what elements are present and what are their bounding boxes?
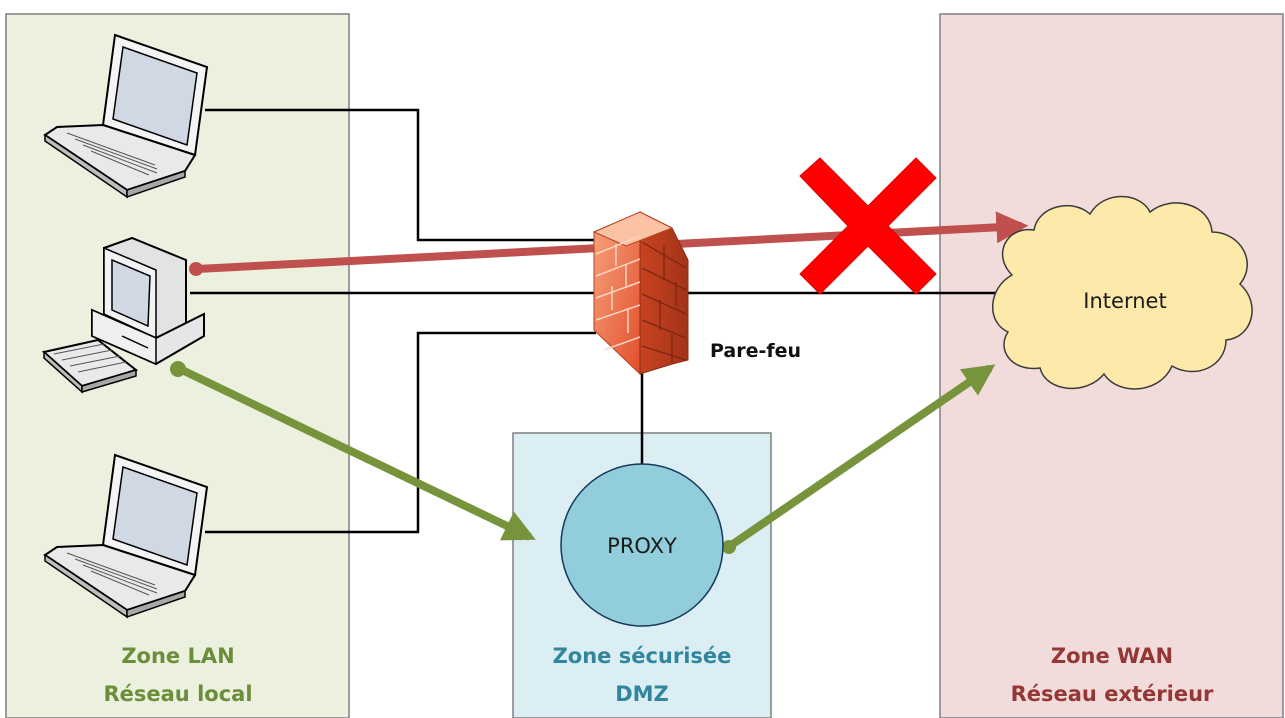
blocked-flow-origin-dot xyxy=(189,262,203,276)
zone-lan-subtitle: Réseau local xyxy=(103,682,252,706)
allowed-flow-to-proxy xyxy=(178,365,536,541)
proxy-circle xyxy=(560,463,724,627)
zone-wan-subtitle: Réseau extérieur xyxy=(1011,682,1214,706)
proxy-node: PROXY xyxy=(560,463,724,627)
red-x-icon xyxy=(799,157,937,295)
link-laptop-bottom-firewall xyxy=(205,331,596,534)
proxy-label: PROXY xyxy=(607,534,677,558)
allowed-flow xyxy=(170,361,996,554)
link-laptop-top-firewall xyxy=(205,108,596,242)
zone-wan-title: Zone WAN xyxy=(1051,644,1173,668)
laptop-icon xyxy=(43,33,209,199)
internet-cloud: Internet xyxy=(992,195,1253,390)
allowed-flow-origin-dot xyxy=(170,361,186,377)
zone-dmz-title: Zone sécurisée xyxy=(553,644,732,668)
cloud-icon xyxy=(992,195,1253,390)
zone-dmz-subtitle: DMZ xyxy=(615,682,669,706)
internet-label: Internet xyxy=(1083,289,1166,313)
firewall-label: Pare-feu xyxy=(710,340,801,362)
network-links xyxy=(190,108,1000,534)
allowed-flow-proxy-dot xyxy=(722,540,736,554)
laptop-icon xyxy=(43,453,209,619)
firewall-icon xyxy=(592,211,689,376)
desktop-computer-icon xyxy=(41,236,205,394)
zone-lan-title: Zone LAN xyxy=(121,644,234,668)
allowed-flow-to-internet xyxy=(727,364,996,550)
